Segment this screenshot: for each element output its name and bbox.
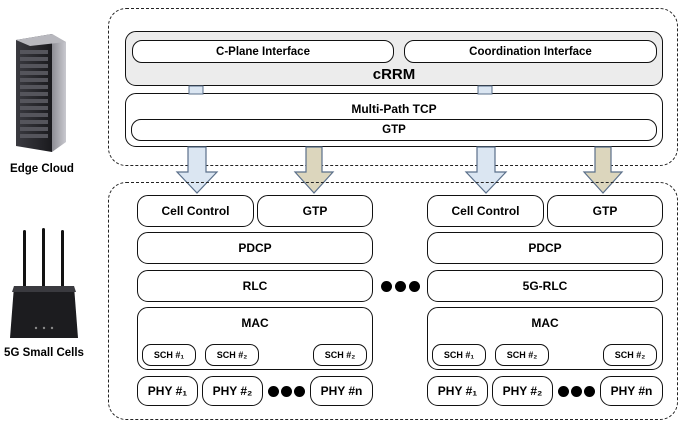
cell1-sch-3: SCH #₂: [313, 344, 367, 366]
cell2-ellipsis-dot: [584, 386, 595, 397]
cell1-phy-2: PHY #₂: [202, 376, 263, 406]
cell1-ellipsis-dot: [294, 386, 305, 397]
cells-ellipsis-dot: [409, 281, 420, 292]
edge-cloud-label: Edge Cloud: [10, 163, 74, 175]
cell1-ellipsis-dot: [281, 386, 292, 397]
cell1-phy-n: PHY #n: [310, 376, 373, 406]
cell2-phy-n: PHY #n: [600, 376, 663, 406]
server-rack-icon: [16, 34, 66, 152]
cells-ellipsis-dot: [381, 281, 392, 292]
transport-gtp: GTP: [131, 119, 657, 141]
cell1-mac-label: MAC: [241, 316, 269, 330]
edge-cloud-container: [108, 8, 678, 166]
cell2-sch-3: SCH #₂: [603, 344, 657, 366]
cell1-ellipsis-dot: [268, 386, 279, 397]
mptcp-label: Multi-Path TCP: [351, 102, 437, 116]
connector-right: [477, 85, 493, 95]
wifi-router-icon: [10, 228, 78, 338]
crrm-title: cRRM: [372, 66, 416, 83]
cell2-mac-label: MAC: [531, 316, 559, 330]
connector-left: [188, 85, 204, 95]
cplane-interface: C-Plane Interface: [132, 40, 394, 63]
cell2-phy-1: PHY #₁: [427, 376, 488, 406]
cell1-pdcp: PDCP: [137, 232, 373, 264]
cell2-pdcp: PDCP: [427, 232, 663, 264]
cell1-phy-1: PHY #₁: [137, 376, 198, 406]
cell1-rlc: RLC: [137, 270, 373, 302]
cell2-gtp: GTP: [547, 195, 663, 227]
cell2-ellipsis-dot: [571, 386, 582, 397]
cell2-cell-control: Cell Control: [427, 195, 544, 227]
cell1-cell-control: Cell Control: [137, 195, 254, 227]
cells-ellipsis-dot: [395, 281, 406, 292]
cell1-sch-1: SCH #₁: [142, 344, 196, 366]
cell1-sch-2: SCH #₂: [205, 344, 259, 366]
coordination-interface: Coordination Interface: [404, 40, 657, 63]
small-cells-container: [108, 182, 678, 420]
cell2-phy-2: PHY #₂: [492, 376, 553, 406]
cell2-sch-1: SCH #₁: [432, 344, 486, 366]
cell2-sch-2: SCH #₂: [495, 344, 549, 366]
cell1-gtp: GTP: [257, 195, 373, 227]
cell2-rlc: 5G-RLC: [427, 270, 663, 302]
cell2-ellipsis-dot: [558, 386, 569, 397]
small-cells-label: 5G Small Cells: [4, 347, 84, 359]
